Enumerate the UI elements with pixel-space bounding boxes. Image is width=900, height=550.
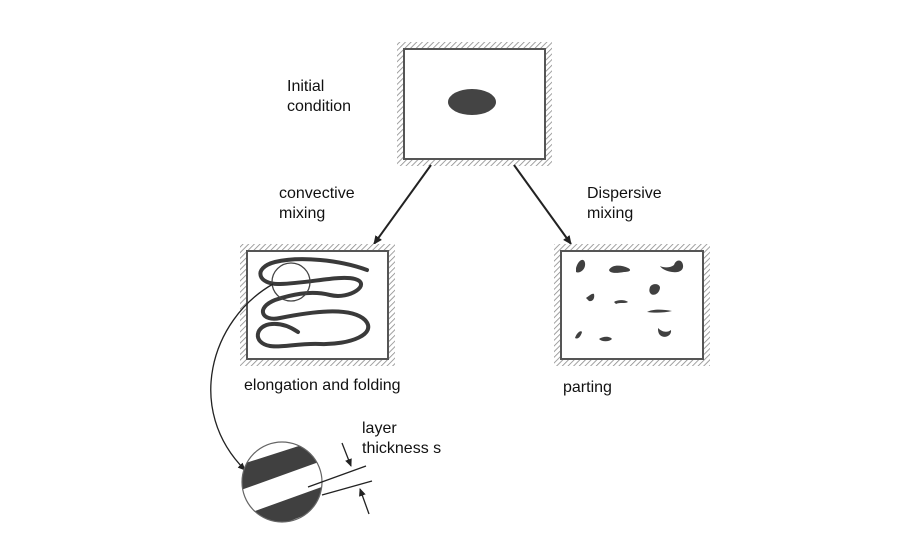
- magnify-arrow: [210, 283, 274, 471]
- initial-blob: [448, 89, 496, 115]
- label-initial-line1: Initial: [287, 78, 325, 95]
- label-layer-thickness: layer thickness s: [362, 419, 441, 459]
- label-parting: parting: [563, 379, 612, 396]
- dispersive-arrow: [513, 164, 572, 245]
- layer-stripe-bottom: [242, 484, 322, 522]
- thickness-arrow-bottom: [359, 488, 370, 515]
- elongation-folding-box: [240, 244, 395, 366]
- label-initial-condition: Initial condition: [287, 77, 351, 117]
- folded-strand: [255, 257, 371, 349]
- initial-condition-box: [397, 42, 552, 166]
- layer-stripe-top: [242, 442, 322, 494]
- dispersed-droplets: [575, 259, 684, 342]
- magnify-circle: [271, 262, 311, 302]
- label-dispersive-mixing: Dispersive mixing: [587, 184, 662, 224]
- label-layer-line1: layer: [362, 420, 397, 437]
- convective-arrow: [373, 164, 432, 245]
- label-initial-line2: condition: [287, 98, 352, 115]
- label-convective-mixing: convective mixing: [279, 184, 355, 224]
- label-convective-line2: mixing: [279, 205, 326, 222]
- parting-box: [554, 244, 710, 366]
- label-convective-line1: convective: [279, 185, 355, 202]
- magnified-layer-view: [241, 441, 373, 523]
- label-dispersive-line2: mixing: [587, 205, 634, 222]
- label-layer-line2: thickness s: [362, 440, 442, 457]
- label-elongation-folding: elongation and folding: [244, 377, 401, 394]
- thickness-arrow-top: [341, 442, 352, 467]
- label-dispersive-line1: Dispersive: [587, 185, 662, 202]
